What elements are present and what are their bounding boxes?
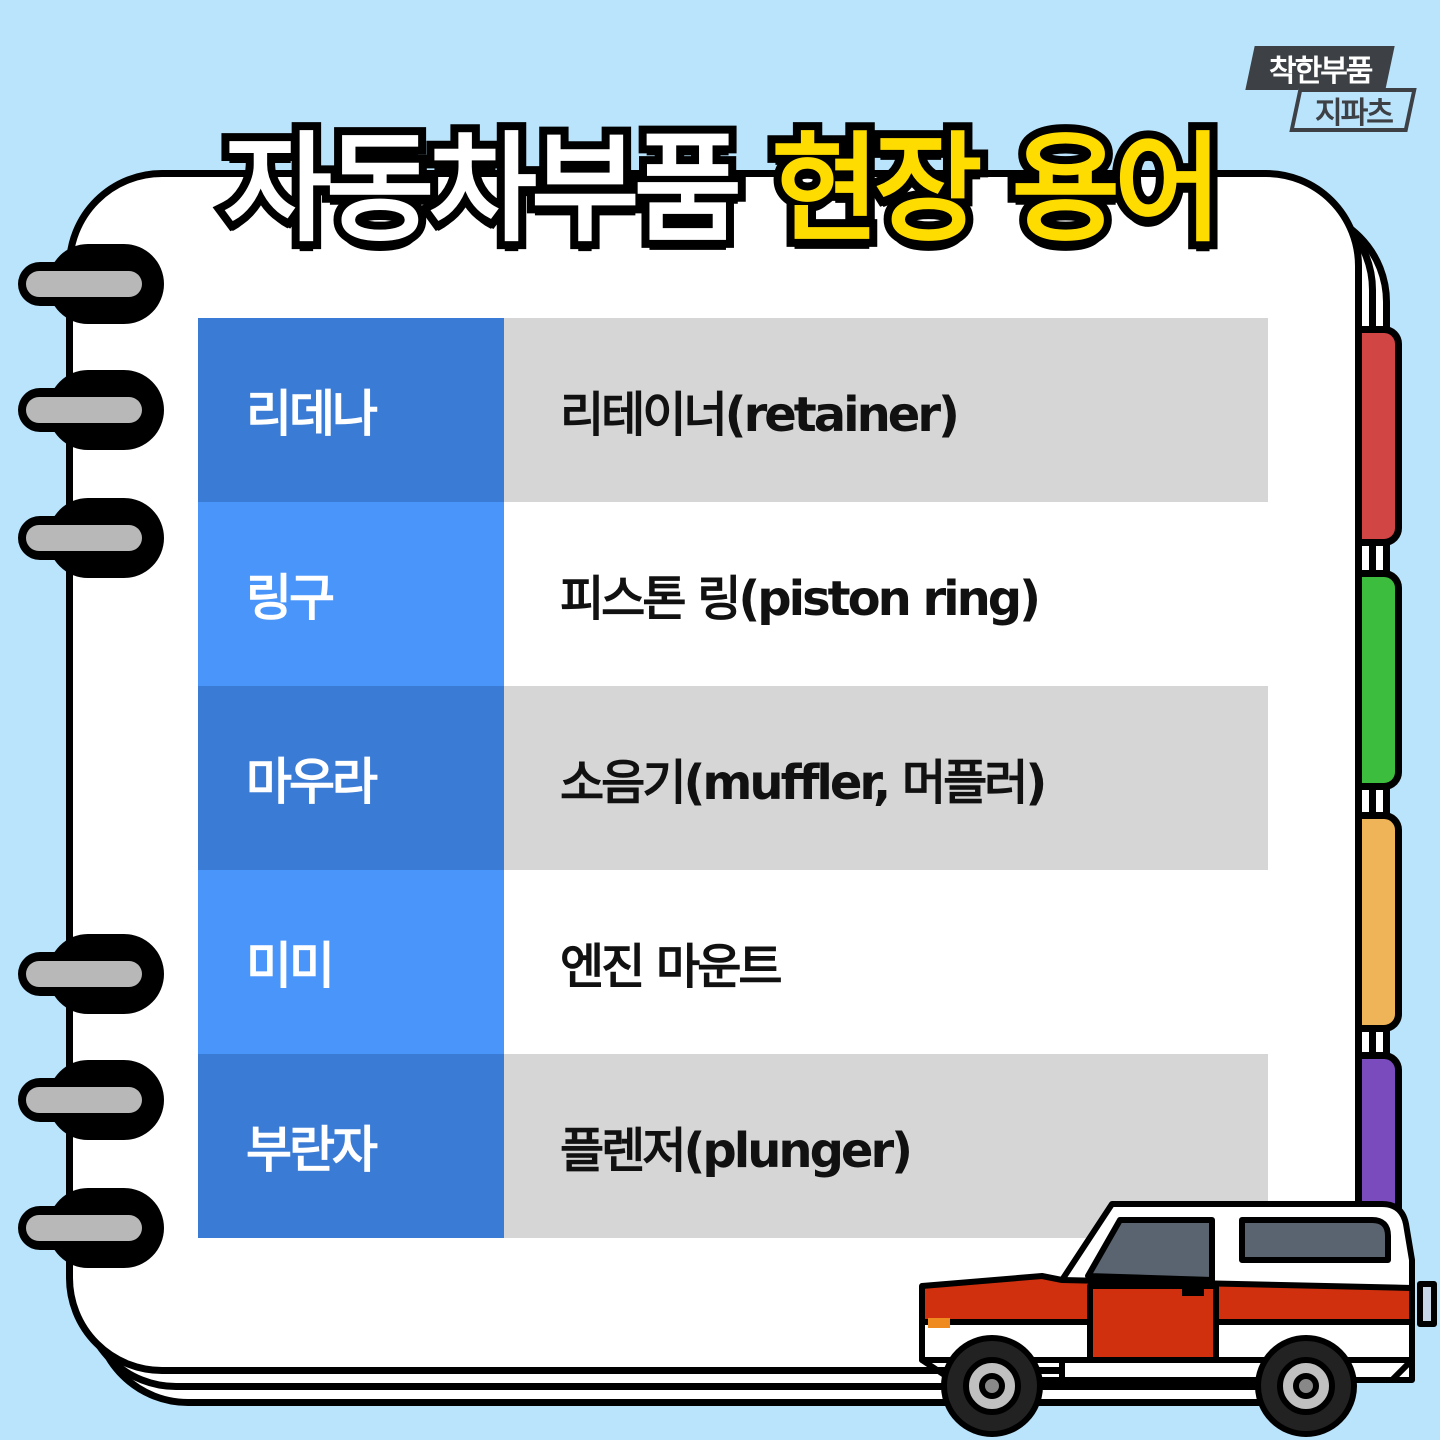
table-row: 리데나 리테이너(retainer)	[198, 318, 1268, 502]
term-cell: 리데나	[198, 318, 504, 502]
term-cell: 마우라	[198, 686, 504, 870]
page-title: 자동차부품 현장 용어	[0, 122, 1440, 256]
meaning-cell: 엔진 마운트	[504, 870, 1268, 1054]
meaning-cell: 피스톤 링(piston ring)	[504, 502, 1268, 686]
spiral-ring-icon	[18, 1060, 166, 1140]
term-cell: 부란자	[198, 1054, 504, 1238]
spiral-ring-icon	[18, 244, 166, 324]
spiral-ring-icon	[18, 934, 166, 1014]
spiral-ring-icon	[18, 370, 166, 450]
logo-line-1: 착한부품	[1245, 46, 1395, 90]
table-row: 마우라 소음기(muffler, 머플러)	[198, 686, 1268, 870]
term-cell: 미미	[198, 870, 504, 1054]
terms-table: 리데나 리테이너(retainer) 링구 피스톤 링(piston ring)…	[198, 318, 1268, 1238]
meaning-cell: 리테이너(retainer)	[504, 318, 1268, 502]
title-part-1: 자동차부품	[215, 120, 750, 258]
logo-line-2: 지파츠	[1289, 88, 1417, 132]
brand-logo: 착한부품 지파츠	[1245, 46, 1420, 136]
table-row: 링구 피스톤 링(piston ring)	[198, 502, 1268, 686]
spiral-ring-icon	[18, 498, 166, 578]
jeep-car-illustration	[919, 1201, 1437, 1437]
spiral-ring-icon	[18, 1188, 166, 1268]
table-row: 미미 엔진 마운트	[198, 870, 1268, 1054]
title-part-2: 현장 용어	[763, 120, 1230, 258]
meaning-cell: 소음기(muffler, 머플러)	[504, 686, 1268, 870]
term-cell: 링구	[198, 502, 504, 686]
